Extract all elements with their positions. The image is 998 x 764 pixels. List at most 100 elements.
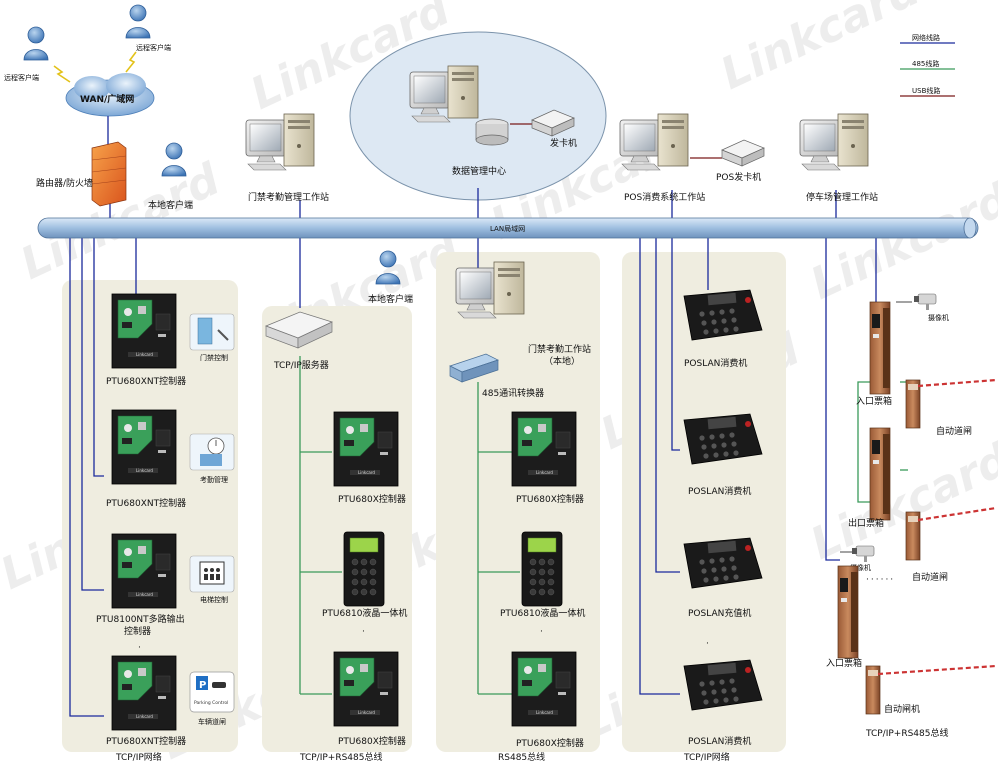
camera-lines: [840, 301, 912, 553]
lan-bus: LAN局域网: [37, 217, 979, 239]
vehicle-gate-label: 车辆道闸: [198, 717, 226, 726]
controller-icon: [111, 293, 177, 369]
ellipsis-dots: ·: [706, 639, 709, 649]
access-workstation-label: 门禁考勤管理工作站: [248, 191, 329, 203]
local-client-mid-label: 本地客户端: [368, 293, 413, 305]
ellipsis-dots: ·: [362, 627, 365, 637]
card-issuer-label: 发卡机: [550, 137, 577, 149]
pos-label-3: POSLAN充值机: [688, 607, 751, 619]
pos-issuer-icon: [721, 139, 765, 167]
barrier-arm: [917, 506, 997, 522]
entry-ticket-box-icon: [837, 565, 859, 659]
parking-workstation-label: 停车场管理工作站: [806, 191, 878, 203]
rs485-lines: [299, 68, 955, 695]
local-ws-label-1: 门禁考勤工作站: [528, 343, 591, 355]
c3-controller-label-2: PTU680X控制器: [516, 737, 584, 749]
entry-box-label-2: 入口票箱: [826, 657, 862, 669]
exit-box-label: 出口票箱: [848, 517, 884, 529]
controller-label-4: PTU680XNT控制器: [106, 735, 186, 747]
pos-label-2: POSLAN消费机: [688, 485, 751, 497]
controller-label-1: PTU680XNT控制器: [106, 375, 186, 387]
tcp-server-icon: [265, 311, 333, 349]
gate-label-1: 自动道闸: [936, 425, 972, 437]
c2-controller-label-2: PTU680X控制器: [338, 735, 406, 747]
wan-cloud: WAN/广域网: [65, 73, 155, 117]
bottom-label-col2: TCP/IP+RS485总线: [299, 751, 382, 763]
controller-label-2: PTU680XNT控制器: [106, 497, 186, 509]
local-ws-label-2: （本地）: [544, 355, 580, 367]
remote-client-label-2: 远程客户端: [136, 43, 171, 52]
legend-usb-label: USB线路: [912, 86, 940, 95]
legend-rs485-label: 485线路: [912, 59, 939, 68]
panel-pos-network: [622, 252, 786, 752]
ellipsis-dots: ·: [138, 643, 141, 653]
wan-label: WAN/广域网: [80, 93, 134, 105]
controller-icon: [333, 651, 399, 727]
panel-tcpip-network: [62, 280, 238, 752]
controller-label-3a: PTU8100NT多路输出: [96, 613, 185, 625]
access-workstation-icon: [245, 113, 315, 171]
gate-label-3: 自动闸机: [884, 703, 920, 715]
turnstile-gate-icon: [865, 665, 881, 715]
c2-lcd-label: PTU6810液晶一体机: [322, 607, 407, 619]
controller-icon: [511, 651, 577, 727]
camera-label-2: 摄像机: [850, 563, 871, 572]
camera-icon: [913, 293, 937, 311]
remote-client-icon: [23, 26, 49, 61]
legend-network-label: 网络线路: [912, 33, 940, 42]
converter-label: 485通讯转换器: [482, 387, 544, 399]
bottom-label-col1: TCP/IP网络: [115, 751, 162, 763]
parking-control-icon: P Parking Control: [189, 671, 235, 713]
local-client-label: 本地客户端: [148, 199, 193, 211]
database-icon: [475, 118, 509, 146]
camera-label-1: 摄像机: [928, 313, 949, 322]
attendance-icon: [189, 433, 235, 471]
firewall-icon: [91, 141, 127, 207]
parking-workstation-icon: [799, 113, 869, 171]
pos-label-4: POSLAN消费机: [688, 735, 751, 747]
exit-ticket-box-icon: [869, 427, 891, 521]
converter-icon: [449, 353, 499, 383]
door-control-label: 门禁控制: [200, 353, 228, 362]
lcd-terminal-icon: [521, 531, 563, 607]
ellipsis-dots: ······: [866, 575, 895, 585]
router-label: 路由器/防火墙: [36, 177, 93, 189]
controller-icon: [511, 411, 577, 487]
entry-ticket-box-icon: [869, 301, 891, 395]
data-center-label: 数据管理中心: [452, 165, 506, 177]
remote-client-label-1: 远程客户端: [4, 73, 39, 82]
network-lines: [69, 42, 955, 717]
bottom-label-col4: TCP/IP网络: [683, 751, 730, 763]
entry-box-label-1: 入口票箱: [856, 395, 892, 407]
controller-icon: [111, 409, 177, 485]
controller-icon: [333, 411, 399, 487]
watermark-text: Linkcard: [713, 0, 928, 100]
lcd-terminal-icon: [343, 531, 385, 607]
remote-client-icon: [125, 4, 151, 39]
c3-lcd-label: PTU6810液晶一体机: [500, 607, 585, 619]
ellipsis-dots: ·: [540, 627, 543, 637]
door-control-icon: [189, 313, 235, 351]
elevator-icon: [189, 555, 235, 593]
local-client-icon: [161, 142, 187, 177]
pos-label-1: POSLAN消费机: [684, 357, 747, 369]
lightning-icon: [53, 51, 137, 83]
pos-workstation-label: POS消费系统工作站: [624, 191, 705, 203]
legend: 网络线路 485线路 USB线路: [912, 33, 940, 95]
svg-text:P: P: [199, 680, 206, 691]
controller-icon: [111, 533, 177, 609]
watermark-text: Linkcard: [803, 434, 998, 570]
c2-controller-label-1: PTU680X控制器: [338, 493, 406, 505]
controller-label-3b: 控制器: [124, 625, 151, 637]
barrier-arm: [917, 378, 997, 388]
controller-icon: [111, 655, 177, 731]
pos-issuer-label: POS发卡机: [716, 171, 761, 183]
gate-label-2: 自动道闸: [912, 571, 948, 583]
bottom-label-col5: TCP/IP+RS485总线: [865, 727, 948, 739]
barrier-arm: [877, 664, 997, 676]
barrier-gate-icon: [905, 379, 921, 429]
lan-label: LAN局域网: [490, 224, 525, 233]
tcp-server-label: TCP/IP服务器: [273, 359, 329, 371]
c3-controller-label-1: PTU680X控制器: [516, 493, 584, 505]
